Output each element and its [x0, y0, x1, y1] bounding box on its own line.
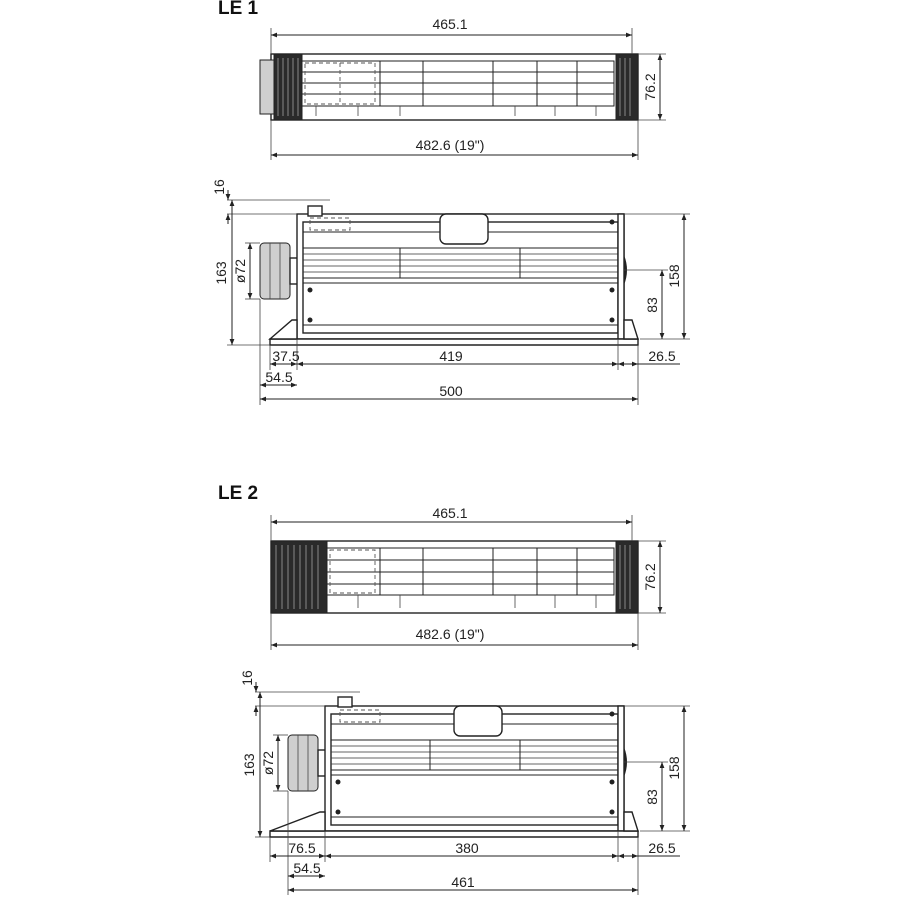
le2-side-len-sub: 54.5: [293, 860, 320, 876]
le2-side-view: [253, 682, 690, 895]
title-le1: LE 1: [218, 0, 259, 19]
le2-top-width-inner: 465.1: [432, 505, 467, 521]
le2-top-width-total: 482.6 (19"): [416, 626, 485, 642]
le2-top-height: 76.2: [642, 563, 658, 590]
le1-top-view: [259, 28, 666, 160]
le2-side-diameter: ø72: [260, 751, 276, 775]
le1-side-height-right: 158: [666, 264, 682, 288]
le1-side-len-sub: 54.5: [265, 369, 292, 385]
le1-side-len-total: 500: [439, 383, 463, 399]
le2-side-len-main: 380: [455, 840, 479, 856]
le1-side-diameter: ø72: [232, 259, 248, 283]
le1-side-offset-top: 16: [211, 179, 227, 195]
le1-side-len-main: 419: [439, 348, 463, 364]
le2-side-len-left: 76.5: [288, 840, 315, 856]
title-le2: LE 2: [218, 483, 259, 504]
le2-side-offset-top: 16: [239, 670, 255, 686]
le2-side-height-right: 158: [666, 756, 682, 780]
le1-side-height-total: 163: [213, 261, 229, 285]
le1-side-len-right: 26.5: [648, 348, 675, 364]
le2-side-height-mid: 83: [644, 789, 660, 805]
le2-side-height-total: 163: [241, 753, 257, 777]
le1-side-height-mid: 83: [644, 297, 660, 313]
le1-side-len-left: 37.5: [272, 348, 299, 364]
le1-side-view: [225, 190, 690, 405]
le2-top-view: [270, 515, 666, 650]
le2-side-len-total: 461: [451, 874, 475, 890]
le1-top-width-total: 482.6 (19"): [416, 137, 485, 153]
le2-side-len-right: 26.5: [648, 840, 675, 856]
le1-top-width-inner: 465.1: [432, 16, 467, 32]
le1-top-height: 76.2: [642, 73, 658, 100]
